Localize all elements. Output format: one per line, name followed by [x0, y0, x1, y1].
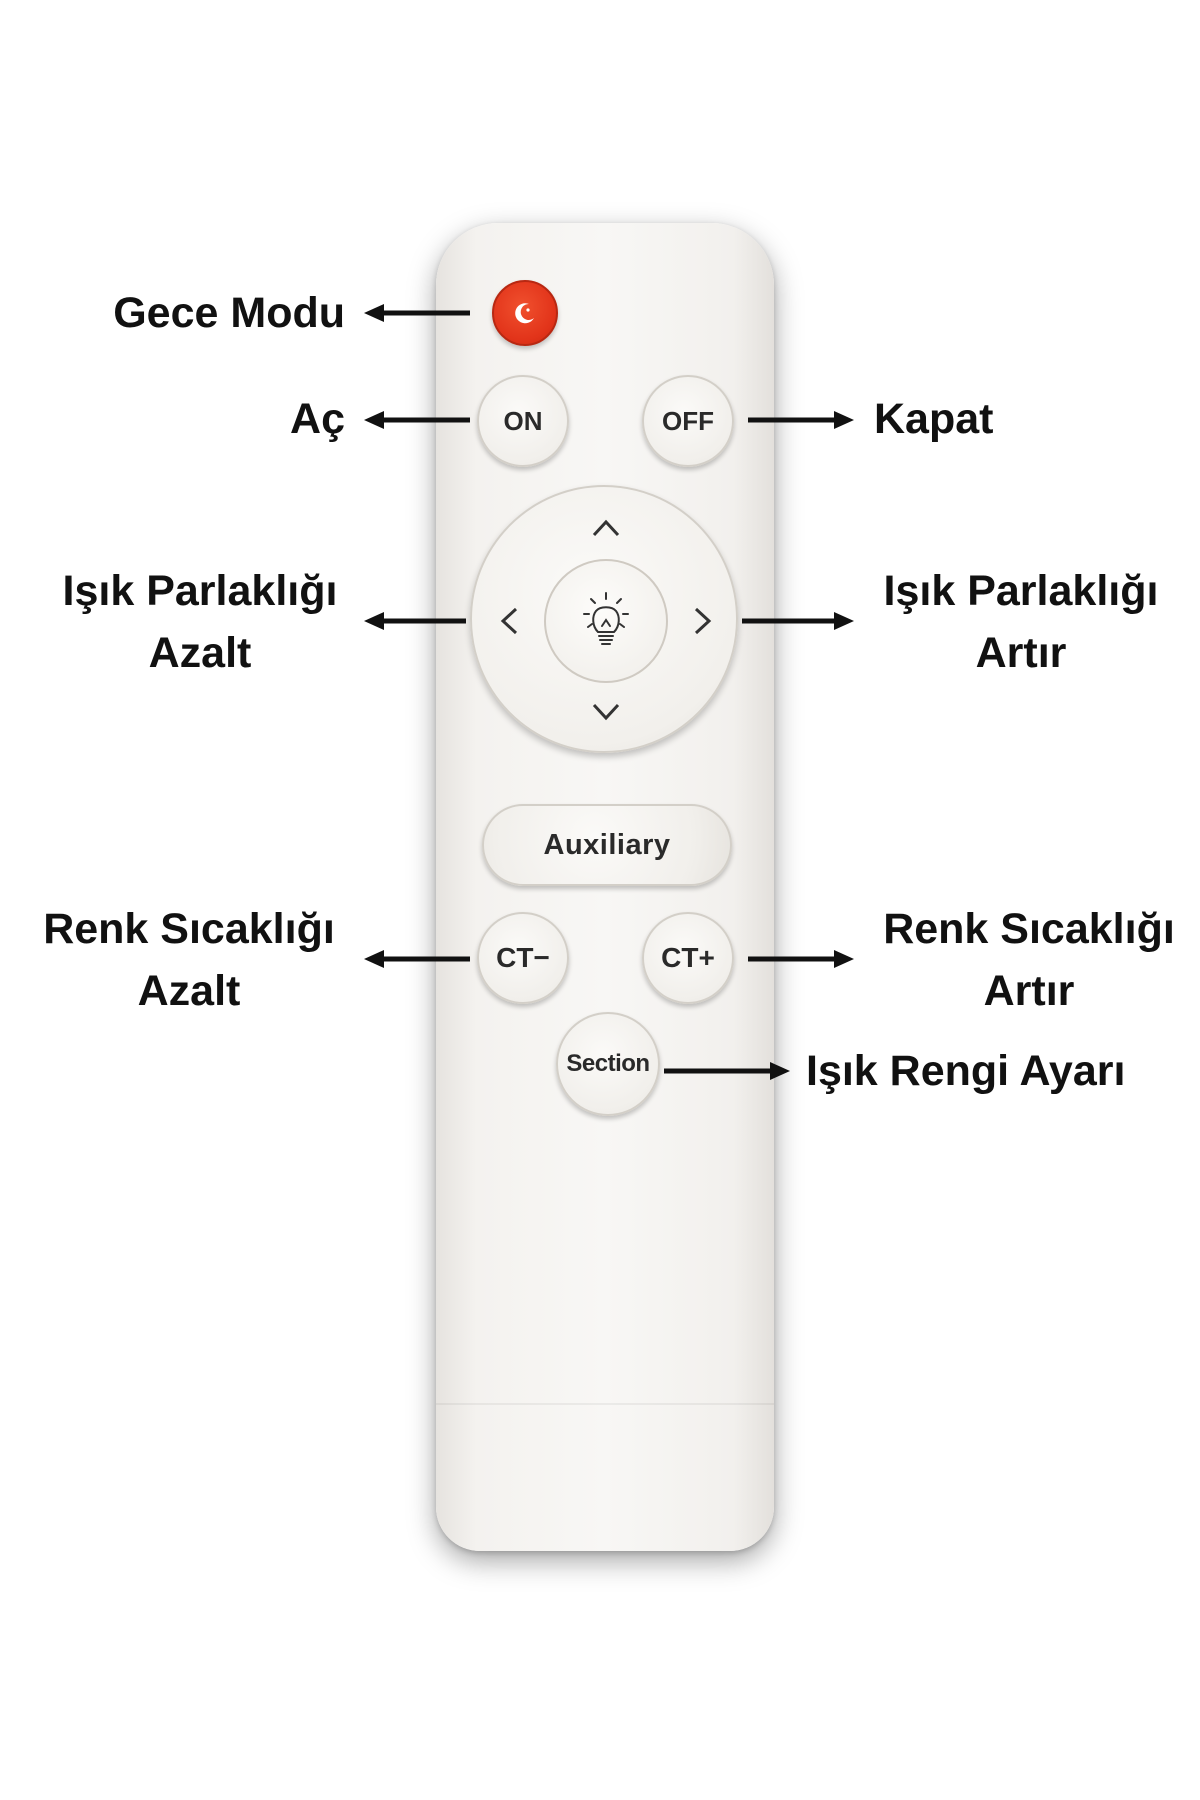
night-mode-button[interactable]: [492, 280, 558, 346]
chevron-down-icon[interactable]: [590, 701, 622, 723]
chevron-up-icon[interactable]: [590, 517, 622, 539]
ct-minus-label: CT−: [496, 942, 550, 973]
chevron-right-icon[interactable]: [692, 605, 714, 637]
moon-icon: [515, 303, 534, 324]
light-center-button[interactable]: [544, 559, 668, 683]
ct-plus-button[interactable]: CT+: [642, 912, 734, 1004]
chevron-left-icon[interactable]: [498, 605, 520, 637]
auxiliary-button[interactable]: Auxiliary: [482, 804, 732, 886]
ct-plus-label: CT+: [661, 942, 715, 973]
off-button-label: OFF: [662, 405, 714, 436]
label-color-temp-down: Renk Sıcaklığı Azalt: [43, 905, 335, 1015]
off-button[interactable]: OFF: [642, 375, 734, 467]
label-brightness-up: Işık Parlaklığı Artır: [883, 567, 1159, 677]
label-brightness-down: Işık Parlaklığı Azalt: [62, 567, 338, 677]
section-button-label: Section: [566, 1050, 650, 1077]
auxiliary-button-label: Auxiliary: [543, 828, 671, 861]
label-color-temp-up: Renk Sıcaklığı Artır: [883, 905, 1175, 1015]
on-button-label: ON: [503, 405, 543, 436]
direction-pad: [470, 485, 738, 753]
section-button[interactable]: Section: [556, 1012, 660, 1116]
label-night-mode: Gece Modu: [113, 289, 345, 337]
label-on: Aç: [290, 395, 345, 443]
on-button[interactable]: ON: [477, 375, 569, 467]
battery-cover-seam: [436, 1403, 774, 1405]
light-bulb-icon: [583, 592, 629, 645]
label-off: Kapat: [874, 395, 994, 443]
ct-minus-button[interactable]: CT−: [477, 912, 569, 1004]
label-light-color: Işık Rengi Ayarı: [806, 1047, 1126, 1095]
